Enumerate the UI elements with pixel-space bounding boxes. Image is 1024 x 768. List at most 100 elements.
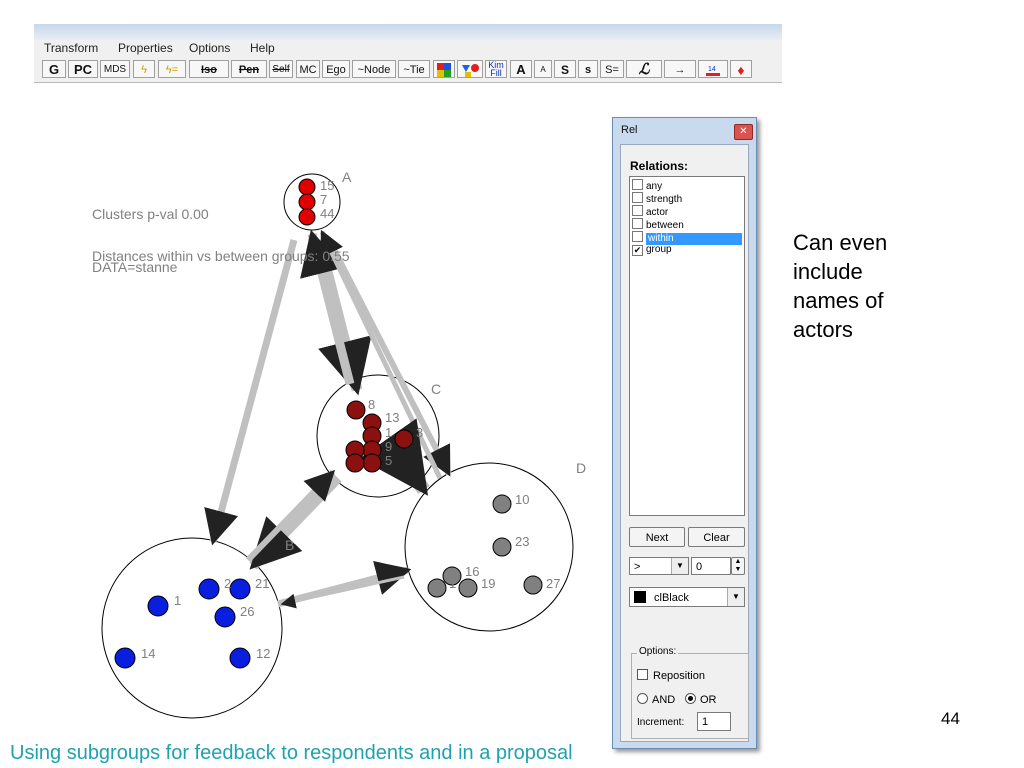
relations-list[interactable]: any strength actor between within ✔group xyxy=(629,176,745,516)
reposition-checkbox[interactable]: Reposition xyxy=(637,669,705,682)
shapes-icon[interactable] xyxy=(457,60,483,78)
node-1[interactable] xyxy=(147,595,169,617)
node-label-2: 2 xyxy=(224,576,231,591)
group-label-a: A xyxy=(342,169,352,185)
mds-button[interactable]: MDS xyxy=(100,60,130,78)
node-label-3: 3 xyxy=(416,425,423,440)
size-equal-button[interactable]: S= xyxy=(600,60,624,78)
node-label-8: 8 xyxy=(368,397,375,412)
line-color-icon[interactable]: 14 xyxy=(698,60,728,78)
relation-actor[interactable]: actor xyxy=(632,205,742,218)
node-23[interactable] xyxy=(492,537,512,557)
menu-options[interactable]: Options xyxy=(189,41,231,55)
node-15[interactable] xyxy=(298,178,316,196)
menu-help[interactable]: Help xyxy=(250,41,275,55)
tie-b-d xyxy=(277,561,412,608)
or-radio[interactable]: OR xyxy=(685,693,717,706)
tie-a-b xyxy=(204,239,298,546)
node-color-icon[interactable]: ♦ xyxy=(730,60,752,78)
and-radio[interactable]: AND xyxy=(637,693,675,706)
node-label-7: 7 xyxy=(320,192,327,207)
tie-button[interactable]: ~Tie xyxy=(398,60,430,78)
node-label-9: 9 xyxy=(385,439,392,454)
lightning-icon[interactable]: ϟ xyxy=(133,60,155,78)
node-16[interactable] xyxy=(442,566,462,586)
checkbox[interactable] xyxy=(632,179,643,190)
distances-text: Distances within vs between groups: 0.55 xyxy=(92,248,350,264)
node-label-27: 27 xyxy=(546,576,560,591)
increment-label: Increment: xyxy=(637,717,685,728)
self-button[interactable]: Self xyxy=(269,60,293,78)
relation-strength[interactable]: strength xyxy=(632,192,742,205)
tie-c-d xyxy=(359,418,430,496)
color-select[interactable]: clBlack▼ xyxy=(629,587,745,607)
node-3[interactable] xyxy=(394,429,414,449)
increment-field[interactable]: 1 xyxy=(697,712,731,731)
node-19[interactable] xyxy=(458,578,478,598)
node-21[interactable] xyxy=(229,578,251,600)
iso-button[interactable]: Iso xyxy=(189,60,229,78)
checkbox[interactable] xyxy=(632,192,643,203)
checkbox[interactable] xyxy=(632,218,643,229)
node-44[interactable] xyxy=(298,208,316,226)
node-8[interactable] xyxy=(346,400,366,420)
line-style-icon[interactable]: ℒ xyxy=(626,60,662,78)
node-10[interactable] xyxy=(492,494,512,514)
node-label-16: 16 xyxy=(465,564,479,579)
checkbox-checked[interactable]: ✔ xyxy=(632,245,643,256)
relation-any[interactable]: any xyxy=(632,179,742,192)
node-7[interactable] xyxy=(298,193,316,211)
tie-c-b xyxy=(249,474,342,570)
node-12[interactable] xyxy=(229,647,251,669)
pc-button[interactable]: PC xyxy=(68,60,98,78)
checkbox[interactable] xyxy=(632,231,643,242)
checkbox[interactable] xyxy=(632,205,643,216)
tie-a-d xyxy=(325,236,452,477)
node-c-b[interactable] xyxy=(345,453,365,473)
g-button[interactable]: G xyxy=(42,60,66,78)
node-label-12: 12 xyxy=(256,646,270,661)
size-large-button[interactable]: S xyxy=(554,60,576,78)
node-1d[interactable] xyxy=(427,578,447,598)
node-5[interactable] xyxy=(362,453,382,473)
node-26[interactable] xyxy=(214,606,236,628)
next-button[interactable]: Next xyxy=(629,527,685,547)
chevron-down-icon[interactable]: ▼ xyxy=(671,558,688,574)
value-stepper[interactable]: ▲▼ xyxy=(731,557,745,575)
relation-within[interactable]: within xyxy=(632,231,742,245)
svg-text:14: 14 xyxy=(708,66,716,73)
arrow-button[interactable]: → xyxy=(664,60,696,78)
font-large-button[interactable]: A xyxy=(510,60,532,78)
relation-between[interactable]: between xyxy=(632,218,742,231)
slide-caption: Using subgroups for feedback to responde… xyxy=(10,742,573,764)
value-field[interactable]: 0 xyxy=(691,557,731,575)
font-small-button[interactable]: A xyxy=(534,60,552,78)
node-2[interactable] xyxy=(198,578,220,600)
group-label-b: B xyxy=(285,537,294,553)
node-label-10: 10 xyxy=(515,492,529,507)
relations-label: Relations: xyxy=(630,159,689,173)
node-label-23: 23 xyxy=(515,534,529,549)
close-icon[interactable]: ✕ xyxy=(734,124,753,140)
node-label-44: 44 xyxy=(320,206,334,221)
chevron-down-icon[interactable]: ▼ xyxy=(727,588,744,606)
clear-button[interactable]: Clear xyxy=(688,527,745,547)
node-14[interactable] xyxy=(114,647,136,669)
color-grid-icon[interactable] xyxy=(433,60,455,78)
relation-group[interactable]: ✔group xyxy=(632,244,672,256)
mc-button[interactable]: MC xyxy=(296,60,320,78)
window-title-strip xyxy=(34,24,782,40)
operator-select[interactable]: >▼ xyxy=(629,557,689,575)
options-label: Options: xyxy=(637,646,679,657)
lightning-equals-icon[interactable]: ϟ= xyxy=(158,60,186,78)
tie-d-b xyxy=(280,575,405,609)
node-27[interactable] xyxy=(523,575,543,595)
color-swatch xyxy=(634,591,646,603)
node-button[interactable]: ~Node xyxy=(352,60,396,78)
pen-button[interactable]: Pen xyxy=(231,60,267,78)
ego-button[interactable]: Ego xyxy=(322,60,350,78)
size-small-button[interactable]: s xyxy=(578,60,598,78)
menu-properties[interactable]: Properties xyxy=(118,41,173,55)
menu-transform[interactable]: Transform xyxy=(44,41,99,55)
